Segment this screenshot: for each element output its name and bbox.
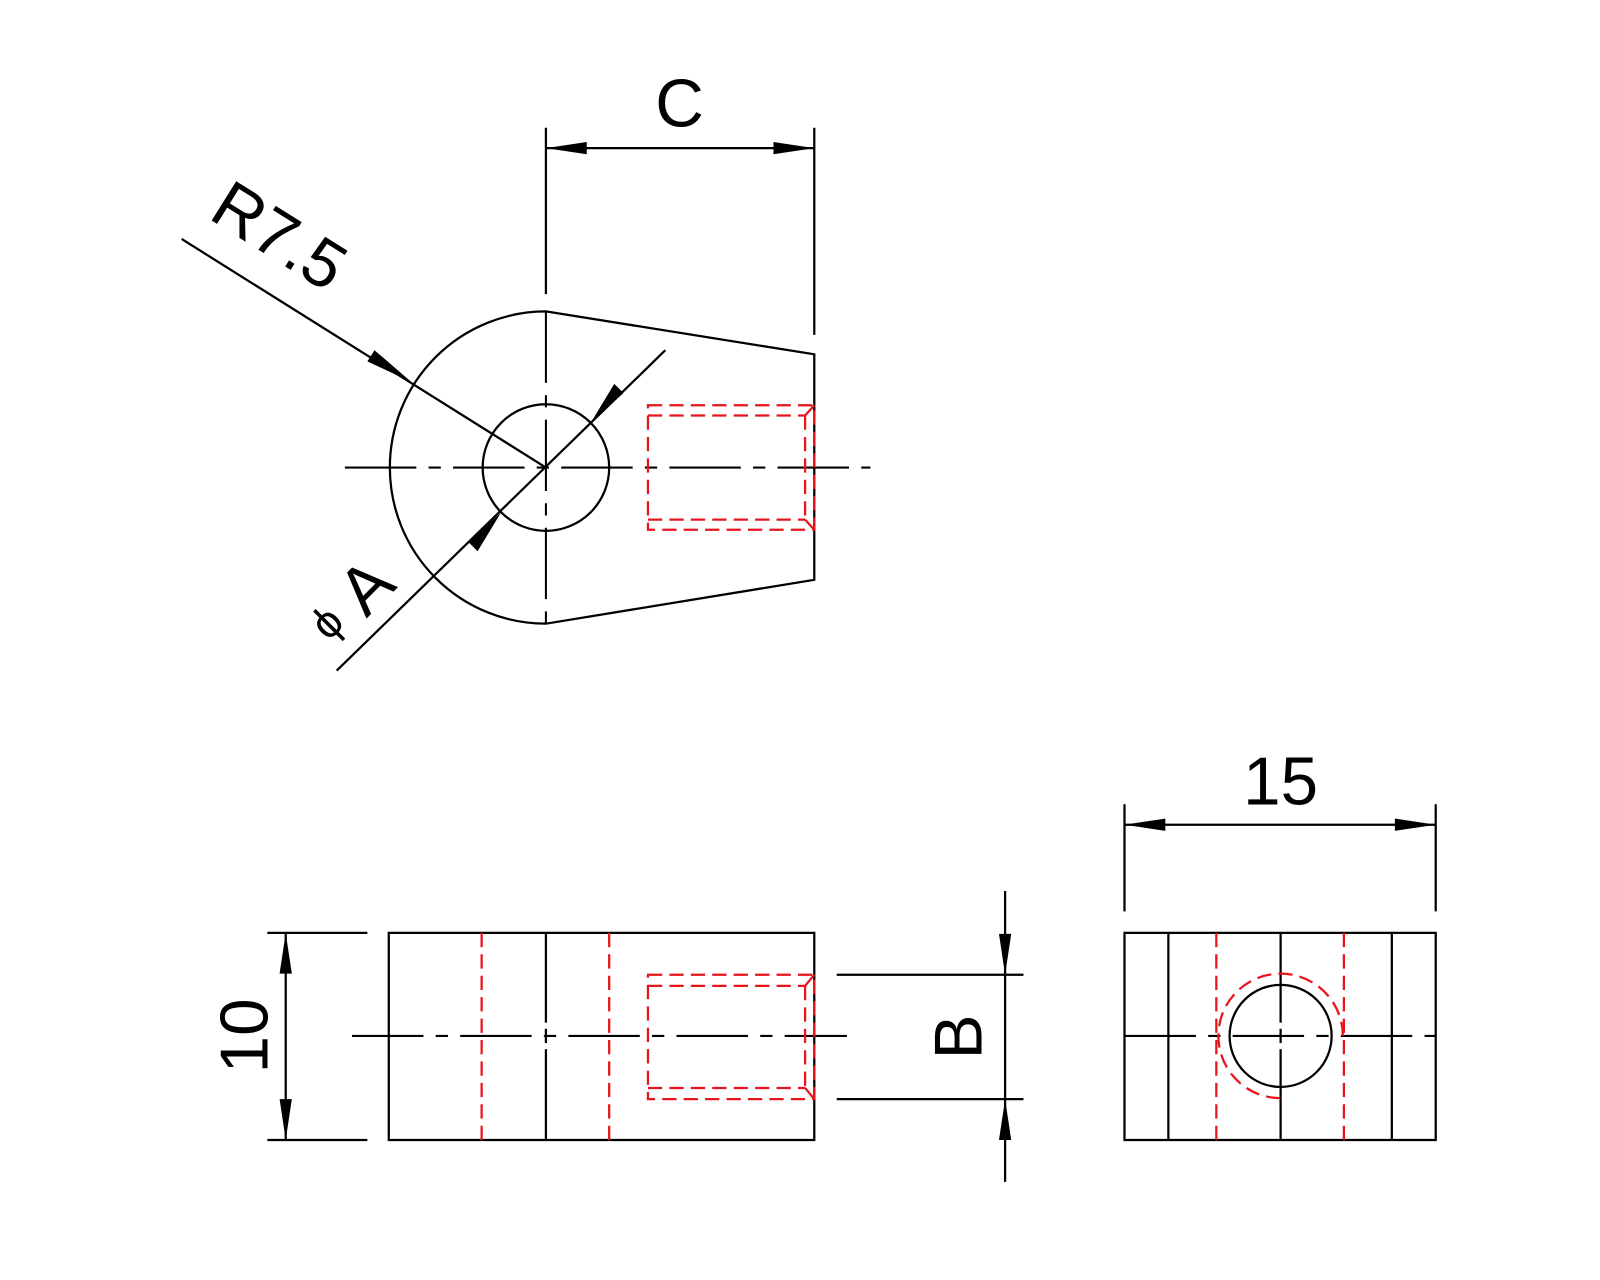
- arrow-icon: [590, 383, 624, 423]
- arrow-icon: [1394, 818, 1436, 831]
- dim-b-label: B: [922, 1014, 997, 1059]
- radius-label: R7.5: [199, 167, 359, 306]
- arrow-icon: [545, 142, 587, 155]
- arrow-icon: [279, 932, 292, 974]
- outer-profile: [388, 310, 816, 625]
- arrow-icon: [367, 350, 412, 382]
- threaded-bore-hidden: [646, 404, 816, 531]
- dimension-c: C: [544, 67, 816, 335]
- arrow-icon: [468, 512, 502, 552]
- width-label: 15: [1243, 744, 1318, 819]
- arrow-icon: [773, 142, 815, 155]
- diameter-dimension: ϕ A: [300, 349, 667, 672]
- dimension-10: 10: [207, 931, 368, 1142]
- dimension-b: B: [836, 891, 1024, 1182]
- thread-hidden-circle: [1217, 972, 1344, 1100]
- arrow-icon: [279, 1099, 292, 1140]
- bore-circle: [1228, 983, 1333, 1089]
- height-label: 10: [207, 998, 282, 1073]
- top-view: C R7.5 ϕ A: [181, 67, 871, 672]
- radius-dimension: R7.5: [181, 167, 547, 469]
- dim-c-label: C: [655, 67, 704, 142]
- threaded-bore-hidden: [646, 973, 816, 1101]
- dimension-15: 15: [1123, 744, 1437, 912]
- diameter-symbol: ϕ: [300, 595, 354, 649]
- arrow-icon: [998, 1099, 1012, 1140]
- arrow-icon: [1124, 818, 1166, 831]
- arrow-icon: [998, 933, 1012, 975]
- side-view: 15: [1123, 744, 1437, 1142]
- front-view: 10 B: [207, 891, 1024, 1182]
